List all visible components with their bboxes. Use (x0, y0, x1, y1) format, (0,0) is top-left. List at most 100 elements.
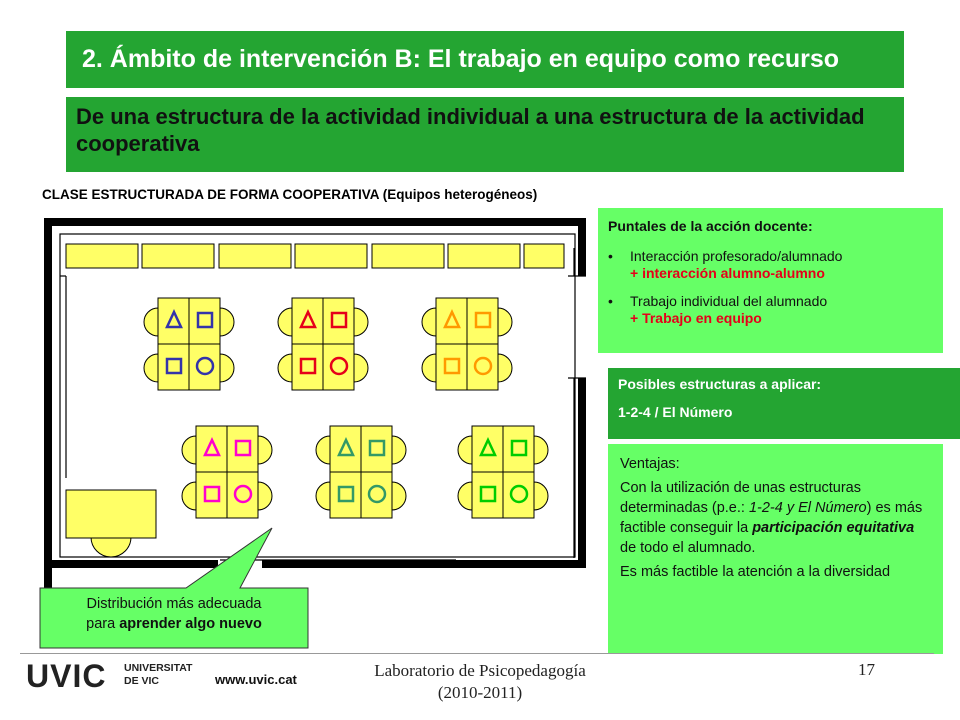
square-icon (443, 357, 461, 375)
student-desk (291, 297, 324, 345)
student-desk (502, 425, 535, 473)
chair (457, 481, 473, 511)
ventajas-text: ) es más factible conseguir la (620, 500, 923, 536)
square-icon (330, 311, 348, 329)
student-desk (471, 425, 504, 473)
ventajas-heading: Ventajas: (620, 456, 680, 472)
footer-lab-line-1: Laboratorio de Psicopedagogía (374, 661, 586, 680)
chair (277, 353, 293, 383)
footer-divider (20, 653, 934, 654)
triangle-icon (479, 437, 497, 457)
student-desk (329, 471, 362, 519)
puntales-item-text: Interacción profesorado/alumnado (630, 248, 843, 264)
team-table (143, 297, 235, 391)
puntales-item-highlight: + Trabajo en equipo (630, 310, 762, 326)
slide-title: 2. Ámbito de intervención B: El trabajo … (66, 31, 904, 88)
student-desk (471, 471, 504, 519)
wall-desks (65, 243, 565, 269)
ventajas-paragraph-2: Es más factible la atención a la diversi… (620, 564, 891, 580)
student-desk (226, 471, 259, 519)
triangle-icon (165, 309, 183, 329)
classroom-caption: CLASE ESTRUCTURADA DE FORMA COOPERATIVA … (42, 187, 538, 202)
estructuras-value: 1-2-4 / El Número (618, 404, 733, 420)
callout-line-2: para aprender algo nuevo (40, 614, 308, 634)
chair (353, 353, 369, 383)
puntales-list: Interacción profesorado/alumnado + inter… (608, 248, 933, 327)
square-icon (337, 485, 355, 503)
chair (421, 307, 437, 337)
chair (391, 435, 407, 465)
team-table (277, 297, 369, 391)
classroom-diagram (44, 218, 586, 590)
student-desk (466, 297, 499, 345)
triangle-icon (203, 437, 221, 457)
puntales-heading: Puntales de la acción docente: (608, 218, 813, 234)
circle-icon (195, 356, 215, 376)
triangle-icon (443, 309, 461, 329)
chair (533, 481, 549, 511)
uvic-logo-mark: UVIC (26, 658, 107, 694)
classroom-walls (44, 218, 586, 590)
circle-icon (329, 356, 349, 376)
team-table (315, 425, 407, 519)
ventajas-text: Con la utilización de unas estructuras d… (620, 480, 861, 516)
chair (219, 353, 235, 383)
chair (277, 307, 293, 337)
chair (497, 307, 513, 337)
footer-lab: Laboratorio de Psicopedagogía (2010-2011… (340, 660, 620, 704)
square-icon (203, 485, 221, 503)
student-desk (466, 343, 499, 391)
triangle-icon (337, 437, 355, 457)
chair (421, 353, 437, 383)
student-desk (188, 343, 221, 391)
square-icon (234, 439, 252, 457)
student-desk (329, 425, 362, 473)
triangle-icon (299, 309, 317, 329)
ventajas-panel: Ventajas: Con la utilización de unas est… (608, 444, 943, 654)
chair (143, 353, 159, 383)
circle-icon (233, 484, 253, 504)
chair (219, 307, 235, 337)
chair (181, 435, 197, 465)
chair (353, 307, 369, 337)
ventajas-text: de todo el alumnado. (620, 540, 756, 556)
team-table (421, 297, 513, 391)
estructuras-heading: Posibles estructuras a aplicar: (618, 376, 822, 392)
puntales-item-highlight: + interacción alumno-alumno (630, 265, 825, 281)
ventajas-paragraph-1: Con la utilización de unas estructuras d… (620, 478, 933, 558)
chair (497, 353, 513, 383)
ventajas-bold: participación equitativa (752, 520, 915, 536)
circle-icon (473, 356, 493, 376)
callout-bold: aprender algo nuevo (119, 616, 262, 632)
student-desk (188, 297, 221, 345)
chair (457, 435, 473, 465)
uvic-logo-line-2: DE VIC (124, 675, 160, 687)
uvic-logo-line-1: UNIVERSITAT (124, 662, 193, 674)
chair (315, 481, 331, 511)
circle-icon (509, 484, 529, 504)
square-icon (510, 439, 528, 457)
puntales-item: Trabajo individual del alumnado + Trabaj… (608, 293, 933, 327)
student-desk (360, 425, 393, 473)
student-desk (322, 343, 355, 391)
student-desk (195, 471, 228, 519)
team-table (457, 425, 549, 519)
student-desk (291, 343, 324, 391)
chair (533, 435, 549, 465)
estructuras-panel: Posibles estructuras a aplicar: 1-2-4 / … (608, 368, 960, 439)
puntales-panel: Puntales de la acción docente: Interacci… (598, 208, 943, 353)
circle-icon (367, 484, 387, 504)
square-icon (474, 311, 492, 329)
ventajas-italic: 1-2-4 y El Número (748, 500, 867, 516)
teacher-desk (65, 489, 157, 558)
student-desk (360, 471, 393, 519)
student-desk (435, 343, 468, 391)
page-number: 17 (858, 660, 875, 679)
student-desk (157, 343, 190, 391)
website-link[interactable]: www.uvic.cat (215, 672, 297, 687)
callout-text: Distribución más adecuada para aprender … (40, 588, 308, 648)
puntales-item-text: Trabajo individual del alumnado (630, 293, 828, 309)
student-desk (502, 471, 535, 519)
square-icon (299, 357, 317, 375)
